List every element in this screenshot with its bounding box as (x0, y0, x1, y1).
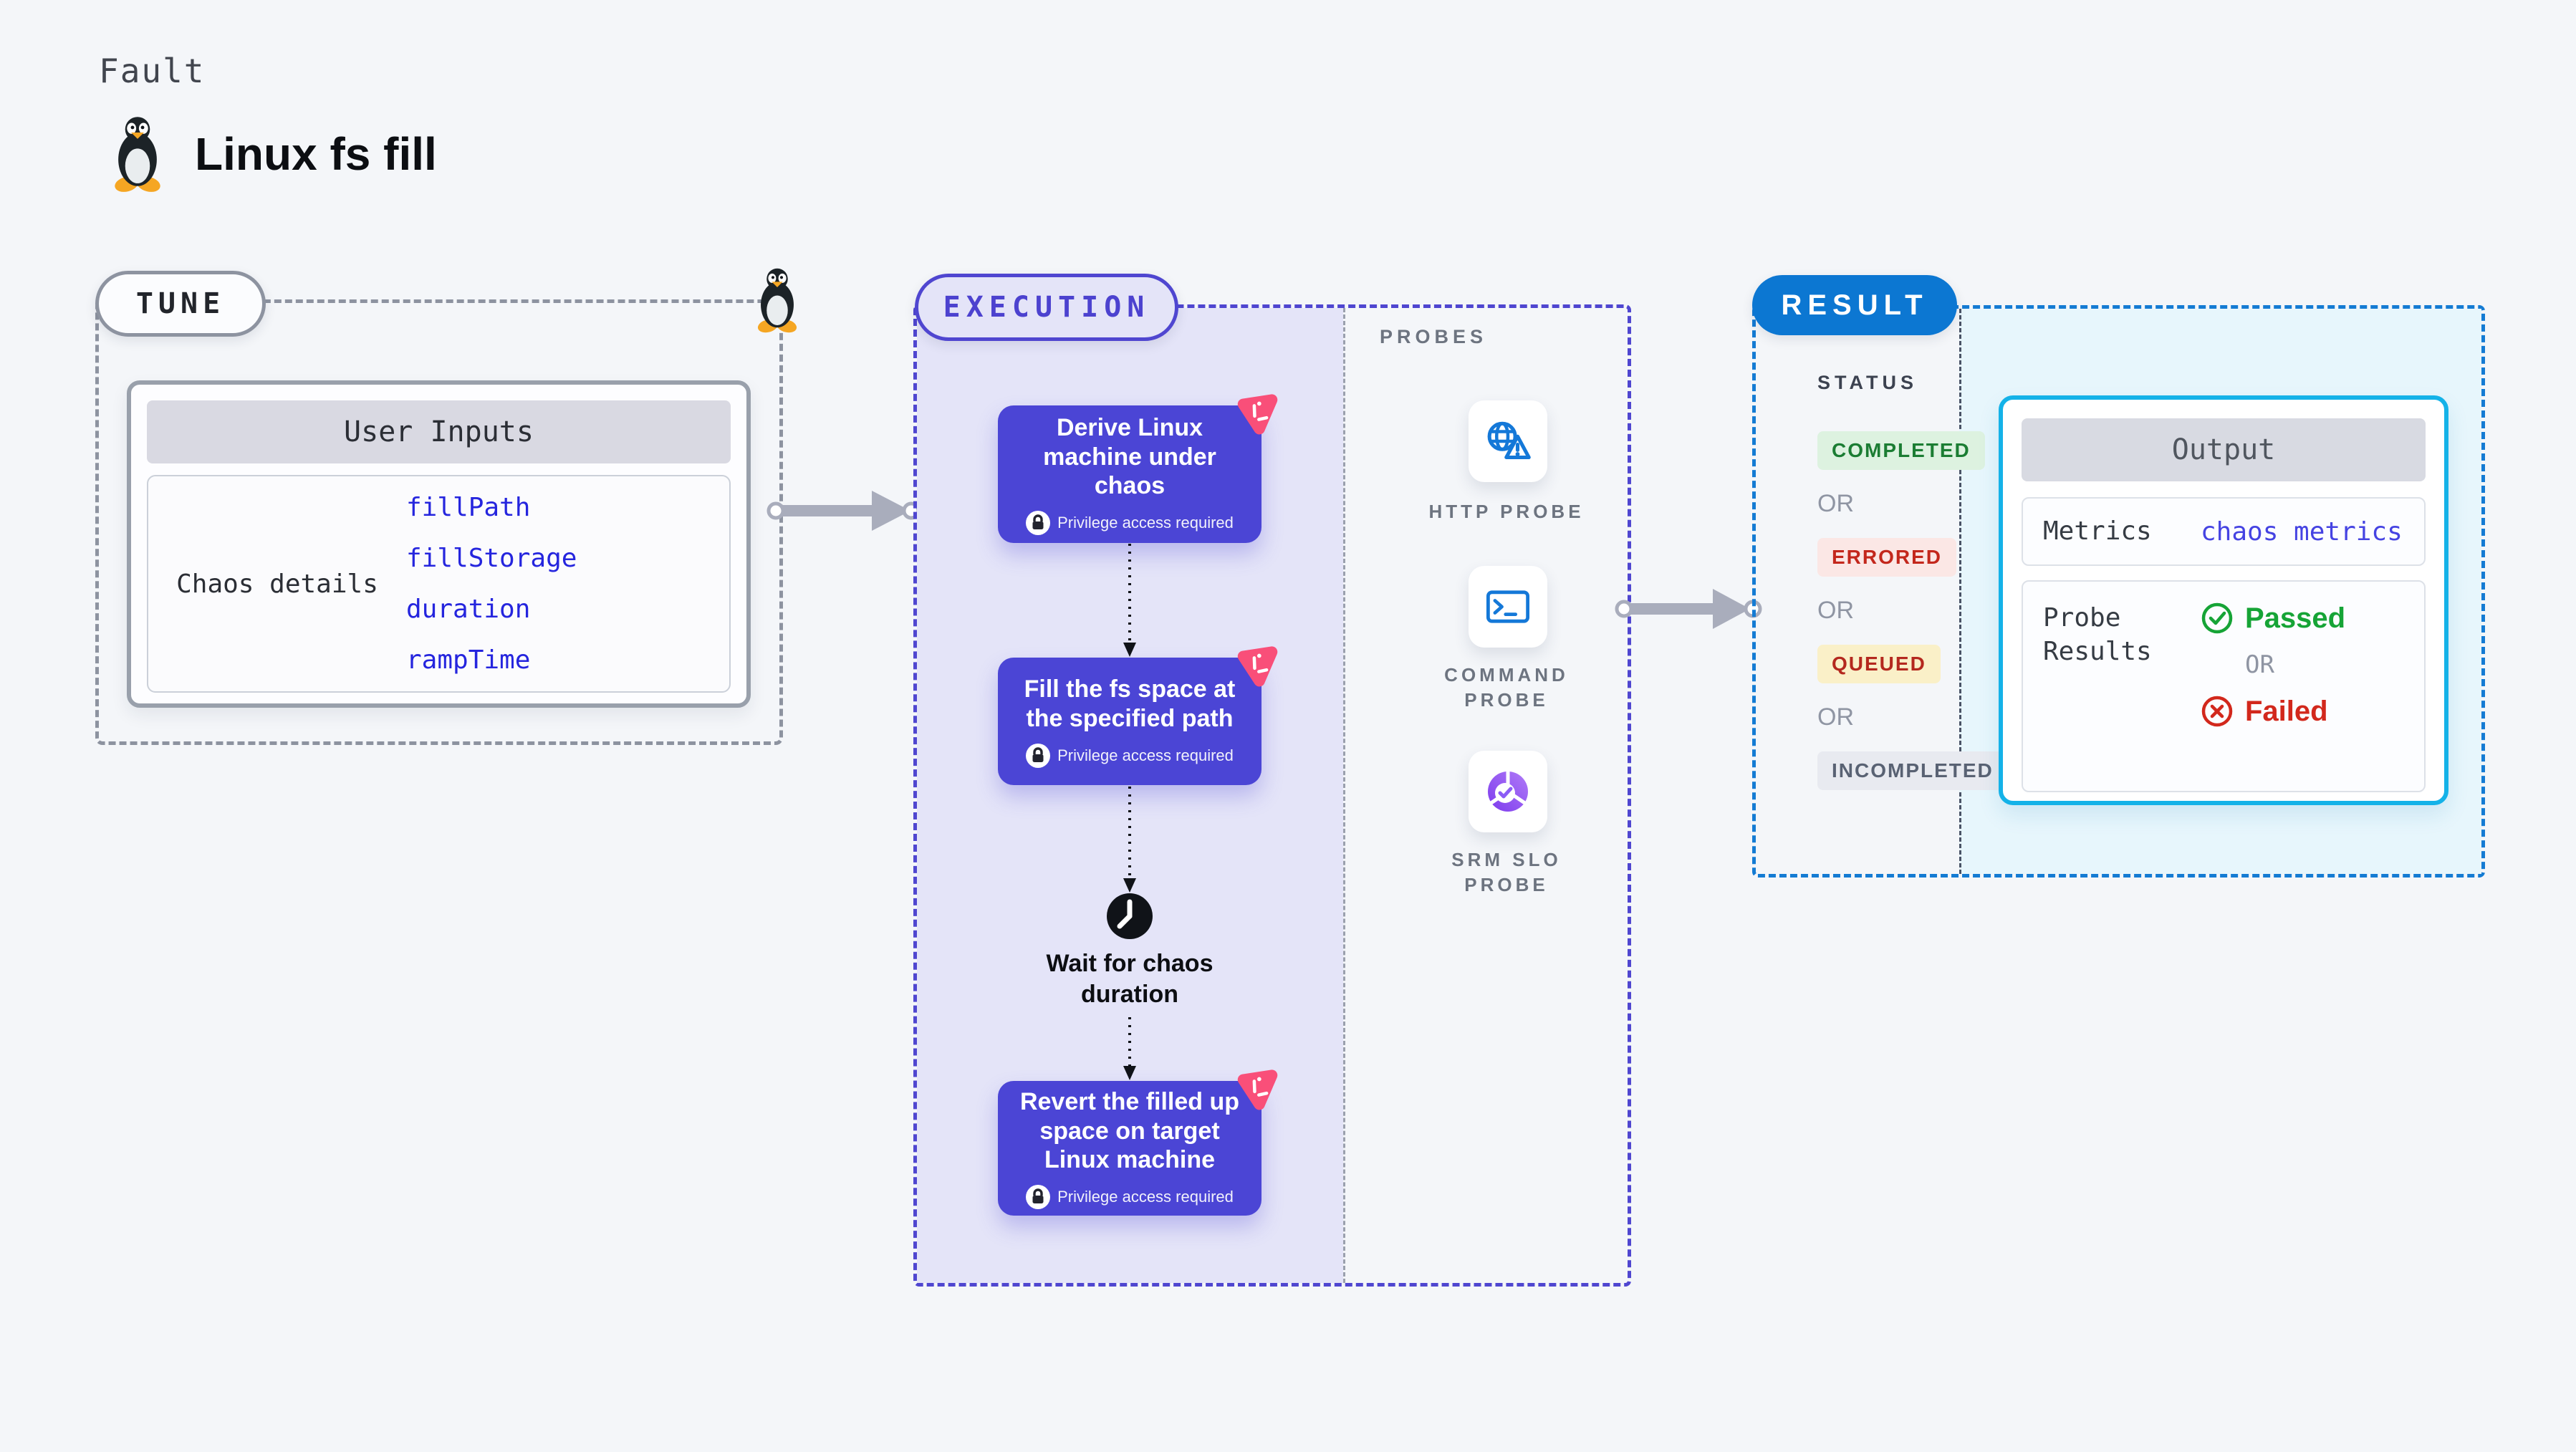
chaos-fault-icon (1230, 1064, 1280, 1114)
result-pill: RESULT (1752, 275, 1957, 335)
chaos-details-row: Chaos details fillPath fillStorage durat… (147, 475, 731, 693)
tune-section (95, 299, 783, 745)
tune-pill: TUNE (95, 271, 266, 337)
privilege-note: Privilege access required (1057, 746, 1234, 764)
execution-pill: EXECUTION (915, 274, 1178, 341)
wait-duration-label: Wait for chaos duration (1046, 950, 1213, 1008)
step-title: Revert the filled up space on target Lin… (1019, 1087, 1240, 1174)
srm-slo-probe-label: SRM SLO PROBE (1451, 849, 1562, 896)
tune-to-execution-arrow (766, 491, 921, 531)
status-column: STATUS COMPLETED OR ERRORED OR QUEUED OR… (1756, 309, 2008, 790)
param-link-duration[interactable]: duration (406, 595, 531, 624)
status-badge-queued: QUEUED (1817, 645, 1941, 683)
tux-target-icon (756, 268, 799, 334)
page-title: Linux fs fill (195, 128, 437, 180)
http-probe-card (1469, 400, 1547, 482)
status-badge-completed: COMPLETED (1817, 431, 1985, 470)
param-list: fillPath fillStorage duration rampTime (406, 493, 577, 675)
status-badge-errored: ERRORED (1817, 538, 1957, 577)
chaos-fault-icon (1230, 640, 1280, 691)
step-derive-machine: Derive Linux machine under chaos Privile… (998, 405, 1261, 543)
command-probe-card (1469, 566, 1547, 648)
clock-icon (1107, 893, 1153, 939)
user-inputs-card: User Inputs Chaos details fillPath fillS… (127, 380, 751, 708)
param-link-ramptime[interactable]: rampTime (406, 645, 531, 675)
lock-icon (1026, 743, 1051, 768)
probes-divider (1343, 308, 1345, 1283)
flow-arrow (1123, 1017, 1136, 1080)
srm-slo-probe-card (1469, 751, 1547, 832)
passed-label: Passed (2245, 602, 2346, 634)
globe-warning-icon (1487, 421, 1531, 460)
fault-category-label: Fault (99, 52, 206, 90)
passed-check-icon (2201, 602, 2233, 634)
chaos-details-label: Chaos details (176, 569, 378, 599)
linux-tux-icon (113, 117, 162, 193)
probe-results-row: Probe Results Passed OR Faile (2022, 580, 2426, 792)
slo-pie-check-icon (1488, 770, 1528, 812)
terminal-icon (1486, 590, 1530, 623)
failed-label: Failed (2245, 695, 2328, 727)
output-card: Output Metrics chaos metrics Probe Resul… (1999, 395, 2448, 805)
failed-x-icon (2201, 696, 2233, 727)
step-fill-fs: Fill the fs space at the specified path … (998, 658, 1261, 785)
user-inputs-title: User Inputs (147, 400, 731, 463)
probe-results-label: Probe Results (2043, 603, 2152, 666)
flow-arrow (1123, 787, 1136, 893)
metrics-row: Metrics chaos metrics (2022, 497, 2426, 566)
param-link-fillstorage[interactable]: fillStorage (406, 544, 577, 573)
output-title: Output (2022, 418, 2426, 481)
lock-icon (1026, 511, 1051, 536)
execution-to-result-arrow (1615, 589, 1762, 629)
probes-section-label: PROBES (1380, 326, 1488, 347)
http-probe-label: HTTP PROBE (1428, 501, 1585, 522)
chaos-metrics-link[interactable]: chaos metrics (2201, 516, 2403, 547)
lock-icon (1026, 1185, 1051, 1210)
param-link-fillpath[interactable]: fillPath (406, 493, 531, 522)
step-revert-space: Revert the filled up space on target Lin… (998, 1081, 1261, 1216)
step-title: Derive Linux machine under chaos (1043, 413, 1216, 500)
or-separator: OR (1817, 597, 1854, 624)
or-separator: OR (1817, 490, 1854, 517)
privilege-note: Privilege access required (1057, 1188, 1234, 1206)
chaos-fault-icon (1230, 388, 1280, 438)
or-separator: OR (2245, 650, 2274, 679)
status-badge-incompleted: INCOMPLETED (1817, 751, 2008, 790)
or-separator: OR (1817, 703, 1854, 731)
flow-arrow (1123, 544, 1136, 657)
privilege-note: Privilege access required (1057, 514, 1234, 532)
status-label: STATUS (1817, 372, 1918, 393)
metrics-label: Metrics (2043, 516, 2152, 546)
step-title: Fill the fs space at the specified path (1024, 675, 1236, 732)
command-probe-label: COMMAND PROBE (1444, 664, 1569, 711)
